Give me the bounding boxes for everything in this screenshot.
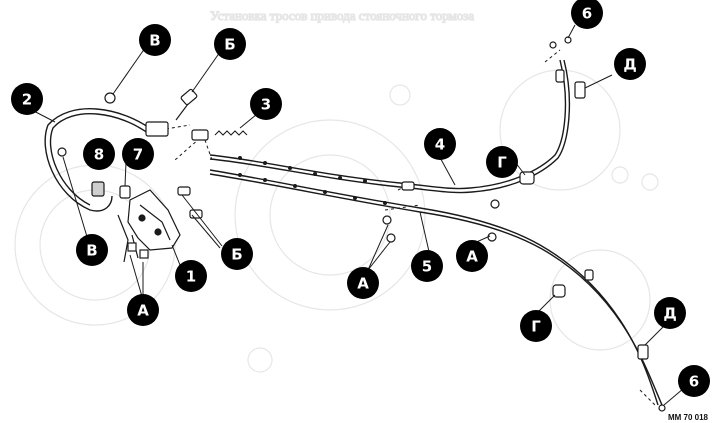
front-cable-2-inner bbox=[49, 113, 153, 206]
callout-d-lower: Д bbox=[663, 305, 676, 323]
callout-labels: 6 Д В Б 2 3 8 7 4 Г В 1 Б А А 5 А Г Д 6 bbox=[22, 5, 699, 391]
figure-code: MM 70 018 bbox=[668, 413, 709, 422]
callout-4: 4 bbox=[435, 136, 445, 154]
cable-4-inner bbox=[209, 59, 571, 194]
callout-g-lower: Г bbox=[531, 318, 541, 336]
leader-lines bbox=[27, 24, 691, 406]
callout-v-left: В bbox=[86, 242, 97, 260]
callout-3: 3 bbox=[261, 96, 271, 114]
callout-v-top: В bbox=[149, 32, 160, 50]
cable-4 bbox=[209, 59, 567, 190]
callout-b-right: Б bbox=[231, 246, 242, 264]
parking-lever-1 bbox=[127, 189, 181, 251]
callout-1: 1 bbox=[186, 268, 196, 286]
hardware-parts bbox=[57, 36, 666, 412]
callout-8: 8 bbox=[94, 146, 104, 164]
callout-6-top: 6 bbox=[582, 5, 592, 23]
callout-2: 2 bbox=[22, 91, 32, 109]
callout-a-middle: А bbox=[357, 275, 369, 293]
ghost-background: Установка тросов привода стояночного тор… bbox=[14, 7, 659, 373]
equalizer-spring-3 bbox=[214, 130, 248, 136]
callout-g-upper: Г bbox=[497, 154, 507, 172]
callout-7: 7 bbox=[133, 146, 143, 164]
front-cable-2 bbox=[44, 108, 156, 212]
callout-6-bottom: 6 bbox=[689, 373, 699, 391]
callout-a-right: А bbox=[466, 248, 478, 266]
ghost-heading: Установка тросов привода стояночного тор… bbox=[210, 8, 474, 23]
callout-5: 5 bbox=[422, 258, 432, 276]
callout-discs bbox=[11, 0, 710, 397]
cable-assemblies bbox=[44, 49, 663, 406]
callout-a-lever: А bbox=[137, 302, 149, 320]
callout-d-top: Д bbox=[623, 56, 636, 74]
callout-b-top: Б bbox=[224, 36, 235, 54]
cable-5-inner bbox=[209, 173, 663, 406]
cable-5 bbox=[209, 169, 659, 406]
